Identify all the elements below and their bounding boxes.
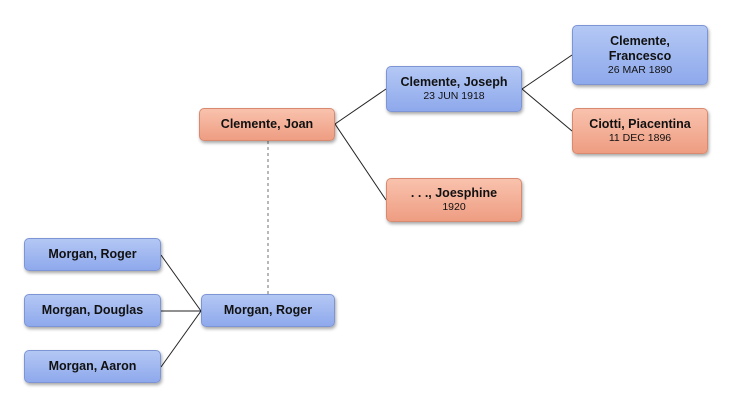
person-name: Ciotti, Piacentina — [589, 117, 691, 131]
person-name: Morgan, Douglas — [41, 303, 144, 317]
person-name: Clemente, Joseph — [400, 75, 508, 89]
person-name: Morgan, Roger — [223, 303, 313, 317]
person-name: Morgan, Roger — [48, 247, 137, 261]
person-joesphine[interactable]: . . ., Joesphine 1920 — [386, 178, 522, 222]
person-name: Morgan, Aaron — [48, 359, 137, 373]
link-joseph-francesco — [521, 54, 573, 90]
person-morgan-roger-child[interactable]: Morgan, Roger — [24, 238, 161, 271]
person-name-line2: Francesco — [608, 48, 672, 63]
person-date: 11 DEC 1896 — [608, 132, 672, 144]
link-roger-child-to-spouse — [160, 254, 202, 312]
person-clemente-joseph[interactable]: Clemente, Joseph 23 JUN 1918 — [386, 66, 522, 112]
person-date: 23 JUN 1918 — [423, 90, 485, 102]
link-joan-joesphine — [334, 123, 387, 201]
person-morgan-roger-spouse[interactable]: Morgan, Roger — [201, 294, 335, 327]
person-clemente-francesco[interactable]: Clemente, Francesco 26 MAR 1890 — [572, 25, 708, 85]
person-name: . . ., Joesphine — [410, 186, 498, 200]
person-clemente-joan[interactable]: Clemente, Joan — [199, 108, 335, 141]
link-joseph-piacentina — [521, 88, 573, 132]
person-date: 26 MAR 1890 — [607, 63, 673, 76]
person-ciotti-piacentina[interactable]: Ciotti, Piacentina 11 DEC 1896 — [572, 108, 708, 154]
person-date: 1920 — [442, 201, 466, 213]
person-morgan-aaron[interactable]: Morgan, Aaron — [24, 350, 161, 383]
link-joan-joseph — [334, 88, 387, 125]
person-name: Clemente, Joan — [220, 117, 314, 131]
link-aaron-to-spouse — [160, 310, 202, 368]
person-morgan-douglas[interactable]: Morgan, Douglas — [24, 294, 161, 327]
person-name-line1: Clemente, — [610, 33, 670, 48]
